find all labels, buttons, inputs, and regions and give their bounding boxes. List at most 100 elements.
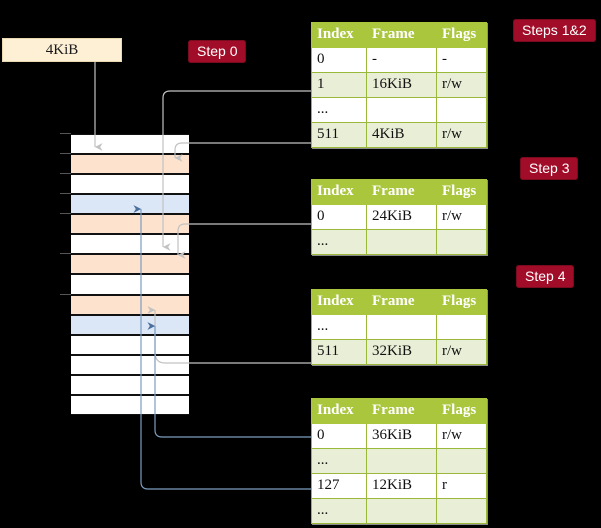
memory-frame-row bbox=[71, 234, 189, 255]
step3-text: Step 3 bbox=[529, 160, 570, 176]
cell-flags: - bbox=[436, 47, 487, 73]
memory-frame-row bbox=[71, 254, 189, 275]
memory-frame-row bbox=[71, 294, 189, 315]
memory-frame-row bbox=[71, 134, 189, 155]
frame-size-box: 4KiB bbox=[2, 38, 122, 62]
column-header-index: Index bbox=[311, 22, 367, 48]
table-row: ... bbox=[311, 229, 487, 255]
cell-index: ... bbox=[311, 448, 367, 474]
cell-index: 0 bbox=[311, 47, 367, 73]
step-label-step3: Step 3 bbox=[520, 157, 579, 180]
memory-row-tick bbox=[60, 193, 71, 195]
cell-flags: r/w bbox=[436, 72, 487, 98]
cell-frame: 12KiB bbox=[366, 473, 437, 499]
cell-frame: 16KiB bbox=[366, 72, 437, 98]
memory-frame-row bbox=[71, 274, 189, 295]
cell-frame bbox=[366, 498, 437, 524]
cell-flags bbox=[436, 498, 487, 524]
wire-table3-to-memory bbox=[177, 223, 312, 259]
cell-frame: 36KiB bbox=[366, 423, 437, 449]
step-label-step0: Step 0 bbox=[188, 40, 247, 63]
cell-index: ... bbox=[311, 229, 367, 255]
cell-index: 0 bbox=[311, 204, 367, 230]
cell-frame bbox=[366, 448, 437, 474]
column-header-frame: Frame bbox=[366, 22, 437, 48]
column-header-flags: Flags bbox=[436, 179, 487, 205]
memory-frame-row bbox=[71, 394, 189, 415]
cell-frame: 4KiB bbox=[366, 122, 437, 148]
table-row: ... bbox=[311, 314, 487, 340]
memory-frame-row bbox=[71, 314, 189, 335]
table-row: 511 4KiB r/w bbox=[311, 122, 487, 148]
memory-frame-row bbox=[71, 194, 189, 215]
cell-frame bbox=[366, 97, 437, 123]
physical-memory-column bbox=[70, 133, 190, 415]
cell-frame: 32KiB bbox=[366, 339, 437, 365]
memory-row-tick bbox=[60, 173, 71, 175]
column-header-flags: Flags bbox=[436, 22, 487, 48]
memory-frame-row bbox=[71, 174, 189, 195]
table-row: ... bbox=[311, 97, 487, 123]
column-header-index: Index bbox=[311, 289, 367, 315]
table-row: ... bbox=[311, 498, 487, 524]
table-row: ... bbox=[311, 448, 487, 474]
step-label-steps1and2: Steps 1&2 bbox=[513, 19, 596, 42]
cell-index: 127 bbox=[311, 473, 367, 499]
frame-size-label: 4KiB bbox=[45, 42, 79, 58]
table-row: 0-- bbox=[311, 47, 487, 73]
cell-flags bbox=[436, 229, 487, 255]
highlighted-value: 511 bbox=[317, 126, 339, 142]
cell-flags bbox=[436, 97, 487, 123]
column-header-frame: Frame bbox=[366, 179, 437, 205]
column-header-frame: Frame bbox=[366, 398, 437, 424]
cell-frame: - bbox=[366, 47, 437, 73]
cell-index: 1 bbox=[311, 72, 367, 98]
wire-table4-511-to-memory bbox=[174, 142, 312, 162]
memory-row-tick bbox=[60, 153, 71, 155]
memory-frame-row bbox=[71, 154, 189, 175]
cell-index: ... bbox=[311, 498, 367, 524]
memory-row-tick bbox=[60, 213, 71, 215]
memory-row-tick bbox=[60, 253, 71, 255]
memory-frame-row bbox=[71, 214, 189, 235]
column-header-frame: Frame bbox=[366, 289, 437, 315]
cell-index: 511 bbox=[311, 122, 367, 148]
cell-flags: r bbox=[436, 473, 487, 499]
cell-flags bbox=[436, 448, 487, 474]
cell-flags: r/w bbox=[436, 423, 487, 449]
cell-frame bbox=[366, 314, 437, 340]
memory-row-tick bbox=[60, 133, 71, 134]
memory-frame-row bbox=[71, 354, 189, 375]
cell-index: 0 bbox=[311, 423, 367, 449]
step4-text: Step 4 bbox=[525, 268, 566, 284]
column-header-flags: Flags bbox=[436, 398, 487, 424]
step-label-step4: Step 4 bbox=[516, 265, 575, 288]
cell-flags: r/w bbox=[436, 122, 487, 148]
cell-flags bbox=[436, 314, 487, 340]
cell-index: 511 bbox=[311, 339, 367, 365]
memory-row-tick bbox=[60, 293, 71, 295]
column-header-index: Index bbox=[311, 179, 367, 205]
highlighted-value: r/w bbox=[442, 126, 462, 142]
column-header-flags: Flags bbox=[436, 289, 487, 315]
step0-text: Step 0 bbox=[197, 43, 238, 59]
steps1and2-text: Steps 1&2 bbox=[522, 22, 587, 38]
cell-index: ... bbox=[311, 314, 367, 340]
cell-frame: 24KiB bbox=[366, 204, 437, 230]
cell-flags: r/w bbox=[436, 204, 487, 230]
cell-index: ... bbox=[311, 97, 367, 123]
cell-flags: r/w bbox=[436, 339, 487, 365]
cell-frame bbox=[366, 229, 437, 255]
highlighted-value: 4KiB bbox=[372, 126, 405, 142]
memory-frame-row bbox=[71, 374, 189, 395]
